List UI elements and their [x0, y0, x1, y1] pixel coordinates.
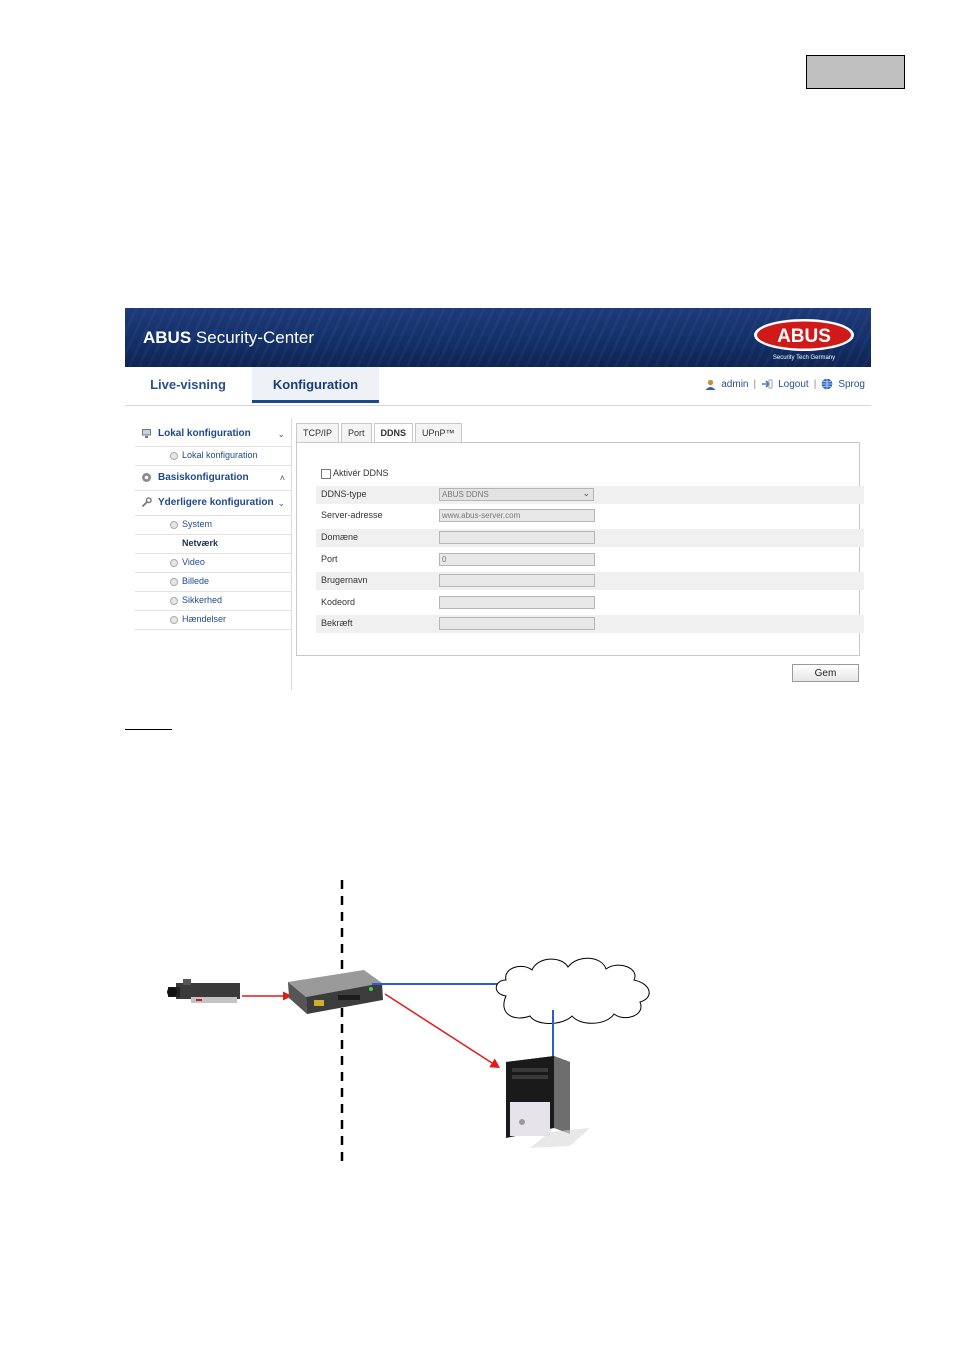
- globe-icon: [822, 378, 833, 390]
- domain-row: Domæne: [316, 529, 864, 547]
- enable-ddns-checkbox[interactable]: [321, 469, 331, 479]
- gear-icon: [142, 473, 151, 482]
- enable-ddns-row: Aktivér DDNS: [316, 465, 864, 483]
- tab-live-view[interactable]: Live-visning: [125, 367, 251, 403]
- bullet-icon: [170, 616, 178, 624]
- tab-tcpip[interactable]: TCP/IP: [296, 423, 340, 442]
- username-field[interactable]: [439, 574, 595, 587]
- sidebar: Lokal konfiguration ⌄ Lokal konfiguratio…: [135, 418, 292, 690]
- page-number-box: [806, 55, 905, 89]
- separator: |: [753, 378, 757, 390]
- sidebar-subitem-system[interactable]: System: [135, 515, 291, 535]
- bullet-icon: [170, 578, 178, 586]
- tab-configuration[interactable]: Konfiguration: [252, 367, 379, 403]
- bullet-icon: [170, 452, 178, 460]
- network-tabs: TCP/IP Port DDNS UPnP™: [296, 423, 464, 443]
- username-row: Brugernavn: [316, 572, 864, 590]
- header-banner: ABUS Security-Center ABUS Security Tech …: [125, 308, 871, 367]
- port-field[interactable]: 0: [439, 553, 595, 566]
- sidebar-subitem-network[interactable]: Netværk: [135, 534, 291, 554]
- tab-upnp[interactable]: UPnP™: [415, 423, 462, 442]
- ddns-type-select[interactable]: ABUS DDNS ⌄: [439, 488, 594, 501]
- note-underline: [125, 719, 172, 730]
- cloud-icon: [495, 957, 650, 1024]
- main-navigation: Live-visning Konfiguration admin | Logou…: [125, 367, 871, 406]
- abus-logo: ABUS Security Tech Germany: [754, 319, 854, 361]
- domain-field[interactable]: [439, 531, 595, 544]
- app-title: ABUS Security-Center: [143, 328, 314, 347]
- server-address-row: Server-adresse www.abus-server.com: [316, 507, 864, 525]
- user-bar: admin | Logout | Sprog: [705, 378, 865, 390]
- network-diagram: [167, 880, 650, 1168]
- abus-web-interface-screenshot: ABUS Security-Center ABUS Security Tech …: [125, 308, 871, 690]
- bullet-icon: [170, 559, 178, 567]
- chevron-down-icon: ⌄: [277, 429, 285, 439]
- port-row: Port 0: [316, 551, 864, 569]
- save-button[interactable]: Gem: [792, 664, 859, 682]
- chevron-down-icon: ⌄: [582, 488, 590, 498]
- confirm-password-field[interactable]: [439, 617, 595, 630]
- separator: |: [813, 378, 817, 390]
- tab-ddns[interactable]: DDNS: [373, 423, 414, 443]
- logout-icon: [762, 379, 773, 389]
- sidebar-subitem-security[interactable]: Sikkerhed: [135, 591, 291, 611]
- svg-text:ABUS: ABUS: [777, 326, 831, 347]
- sidebar-subitem-events[interactable]: Hændelser: [135, 610, 291, 630]
- svg-text:Security Tech Germany: Security Tech Germany: [773, 355, 835, 361]
- sidebar-subitem-video[interactable]: Video: [135, 553, 291, 573]
- confirm-row: Bekræft: [316, 615, 864, 633]
- sidebar-item-basic-config[interactable]: Basiskonfiguration ˄: [135, 466, 291, 491]
- bullet-icon: [170, 597, 178, 605]
- tab-port[interactable]: Port: [341, 423, 372, 442]
- camera-icon: [167, 979, 240, 1003]
- chevron-up-icon: ˄: [279, 473, 285, 483]
- language-link[interactable]: Sprog: [838, 378, 865, 390]
- logout-link[interactable]: Logout: [778, 378, 809, 390]
- sidebar-item-advanced-config[interactable]: Yderligere konfiguration ⌄: [135, 491, 291, 516]
- user-icon: [705, 379, 716, 390]
- monitor-icon: [142, 429, 151, 438]
- password-row: Kodeord: [316, 594, 864, 612]
- sidebar-subitem-local-config[interactable]: Lokal konfiguration: [135, 446, 291, 466]
- router-to-server-arrow: [384, 993, 493, 1064]
- chevron-down-icon: ⌄: [277, 498, 285, 508]
- bullet-icon: [170, 521, 178, 529]
- server-icon: [506, 1056, 590, 1148]
- server-address-field[interactable]: www.abus-server.com: [439, 509, 595, 522]
- ddns-settings-panel: Aktivér DDNS DDNS-type ABUS DDNS ⌄ Serve…: [296, 442, 864, 656]
- enable-ddns-label: Aktivér DDNS: [333, 468, 389, 478]
- ddns-type-row: DDNS-type ABUS DDNS ⌄: [316, 486, 864, 504]
- router-icon: [288, 970, 383, 1014]
- wrench-icon: [141, 497, 152, 508]
- password-field[interactable]: [439, 596, 595, 609]
- sidebar-subitem-image[interactable]: Billede: [135, 572, 291, 592]
- sidebar-item-local-config[interactable]: Lokal konfiguration ⌄: [135, 422, 291, 447]
- user-link[interactable]: admin: [721, 378, 749, 390]
